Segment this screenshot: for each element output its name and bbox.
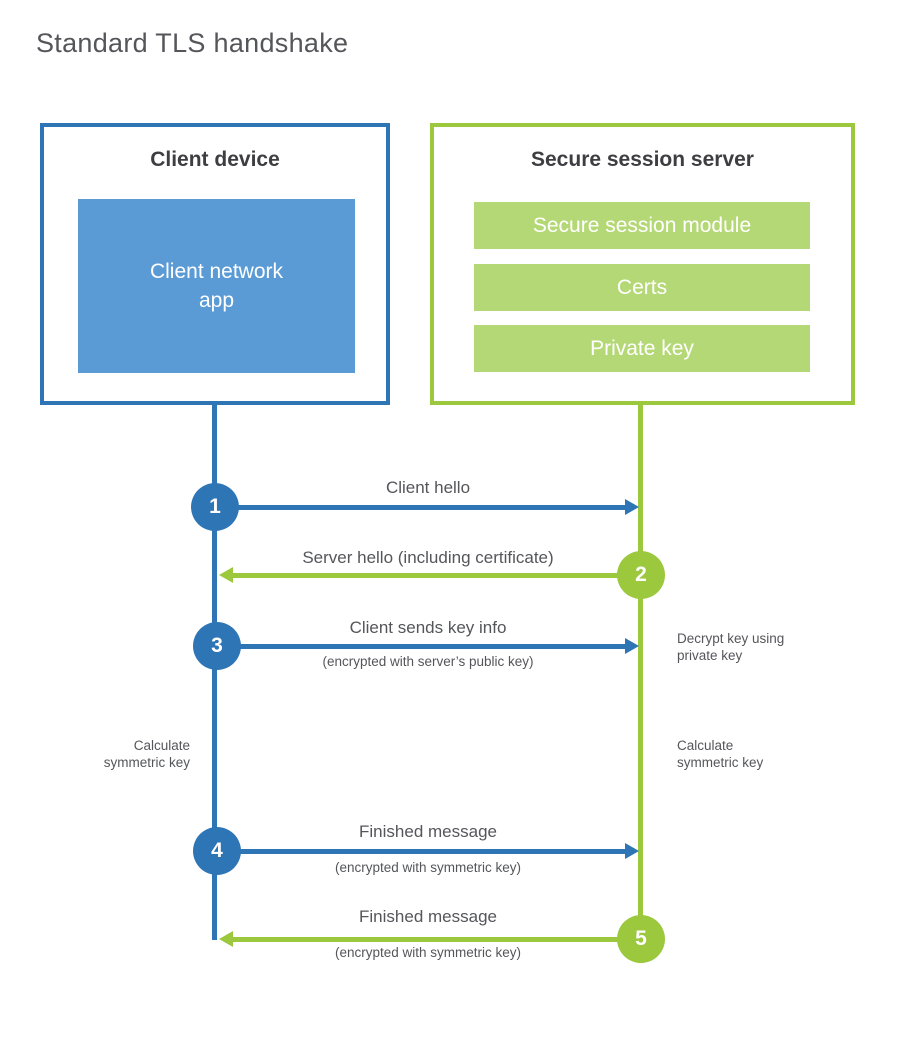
step-badge-4: 4 — [193, 827, 241, 875]
message-sublabel-finished-server: (encrypted with symmetric key) — [334, 945, 522, 960]
message-sublabel-finished-client: (encrypted with symmetric key) — [334, 860, 522, 875]
message-sublabel-client-key-info: (encrypted with server’s public key) — [322, 654, 534, 669]
message-label-client-key-info: Client sends key info — [349, 618, 507, 637]
client-network-app-box: Client network app — [78, 199, 355, 373]
step-badge-2: 2 — [617, 551, 665, 599]
arrowhead-right-icon — [625, 499, 639, 515]
note-calculate-symmetric-key-client: Calculate symmetric key — [103, 738, 190, 770]
server-module-certs: Certs — [474, 264, 810, 311]
arrow-finished-server — [233, 937, 641, 942]
arrowhead-left-icon — [219, 567, 233, 583]
note-calculate-symmetric-key-server: Calculate symmetric key — [677, 738, 764, 770]
server-module-secure-session-module: Secure session module — [474, 202, 810, 249]
arrowhead-left-icon — [219, 931, 233, 947]
message-label-finished-server: Finished message — [359, 907, 497, 926]
arrow-finished-client — [217, 849, 625, 854]
arrow-server-hello — [233, 573, 641, 578]
diagram-title: Standard TLS handshake — [36, 28, 349, 58]
arrowhead-right-icon — [625, 638, 639, 654]
client-lifeline — [212, 405, 217, 940]
step-badge-1: 1 — [191, 483, 239, 531]
step-badge-5: 5 — [617, 915, 665, 963]
secure-session-server-title: Secure session server — [531, 148, 754, 171]
arrowhead-right-icon — [625, 843, 639, 859]
client-network-app-label: Client network app — [149, 259, 284, 312]
server-module-private-key: Private key — [474, 325, 810, 372]
arrow-client-key-info — [217, 644, 625, 649]
message-label-finished-client: Finished message — [359, 822, 497, 841]
note-decrypt-key: Decrypt key using private key — [677, 631, 785, 663]
server-lifeline — [638, 405, 643, 963]
message-label-server-hello: Server hello (including certificate) — [302, 548, 554, 567]
step-badge-3: 3 — [193, 622, 241, 670]
arrow-client-hello — [215, 505, 625, 510]
message-label-client-hello: Client hello — [385, 478, 471, 497]
client-device-title: Client device — [150, 148, 280, 171]
